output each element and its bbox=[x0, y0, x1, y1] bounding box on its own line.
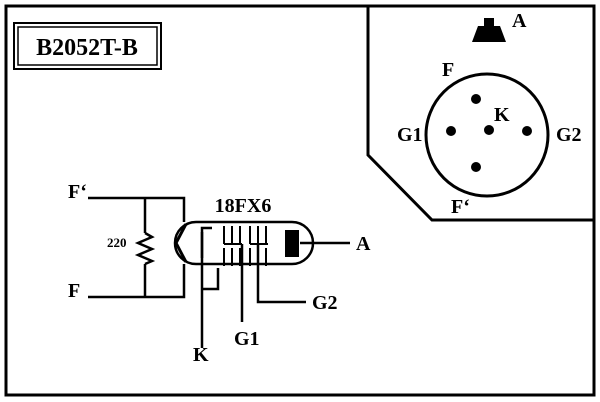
base-pin-a-label: A bbox=[512, 10, 527, 32]
base-pin-k-label: K bbox=[494, 104, 510, 126]
schematic-pin-a-label: A bbox=[356, 233, 371, 255]
anode-cap-icon bbox=[472, 18, 506, 42]
resistor-value-label: 220 bbox=[107, 235, 127, 250]
base-pin-f-label: F bbox=[442, 59, 454, 81]
base-pin-fprime-label: F‘ bbox=[451, 196, 470, 218]
designation-label: B2052T-B bbox=[36, 35, 138, 61]
grid1-icon bbox=[223, 226, 242, 266]
base-pin-g2-dot bbox=[522, 126, 532, 136]
outer-frame bbox=[4, 4, 596, 397]
designation-box: B2052T-B bbox=[13, 22, 162, 70]
resistor-icon bbox=[134, 231, 156, 266]
schematic-pin-k-label: K bbox=[193, 344, 209, 366]
tube-envelope bbox=[173, 220, 315, 266]
base-pin-fprime-dot bbox=[471, 162, 481, 172]
base-pin-k-dot bbox=[484, 125, 494, 135]
base-circle bbox=[424, 72, 550, 198]
filament-icon bbox=[174, 223, 188, 263]
tube-symbol bbox=[173, 220, 315, 266]
schematic-pin-g2-label: G2 bbox=[312, 292, 338, 314]
base-pin-f-dot bbox=[471, 94, 481, 104]
schematic-pin-g1-label: G1 bbox=[234, 328, 260, 350]
grid2-icon bbox=[249, 226, 268, 266]
schematic-wiring bbox=[88, 196, 350, 348]
cathode-icon bbox=[200, 226, 212, 258]
base-pin-g2-label: G2 bbox=[556, 124, 582, 146]
schematic-pin-f-label: F bbox=[68, 280, 80, 302]
base-view-panel: A F K G1 G2 F‘ bbox=[366, 6, 594, 222]
anode-plate-icon bbox=[285, 230, 299, 257]
schematic-pin-fprime-label: F‘ bbox=[68, 181, 87, 203]
base-pin-g1-dot bbox=[446, 126, 456, 136]
tube-type-label: 18FX6 bbox=[215, 195, 272, 217]
base-pin-g1-label: G1 bbox=[397, 124, 423, 146]
